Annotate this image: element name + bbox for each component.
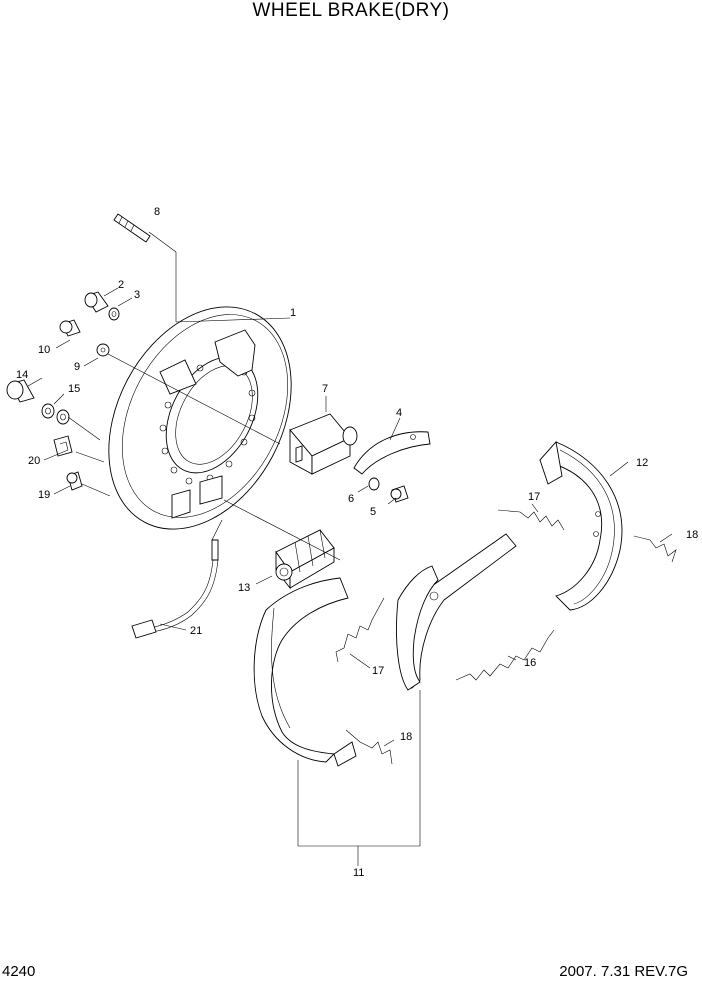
return-spring-17-upper: [497, 509, 565, 531]
callout-17-lower: 17: [372, 665, 384, 677]
bolt-2: [84, 291, 109, 313]
adjuster-assembly: [275, 529, 335, 590]
return-spring-17-lower: [335, 597, 385, 663]
brake-shoe-web: [396, 533, 517, 691]
nut-6: [368, 477, 380, 491]
stud-bolt: [113, 213, 151, 243]
callout-18-lower: 18: [400, 731, 412, 743]
clip-20: [53, 435, 73, 457]
callout-3: 3: [134, 289, 140, 301]
callout-14: 14: [16, 369, 28, 381]
callout-8: 8: [154, 206, 160, 218]
callout-12: 12: [636, 457, 648, 469]
brake-hose: [131, 539, 219, 639]
hold-down-spring-18-upper: [633, 535, 677, 563]
callout-9: 9: [74, 361, 80, 373]
backing-plate: [108, 306, 292, 530]
wheel-cylinder: [289, 413, 358, 475]
washers-15: [41, 403, 70, 425]
callout-18-upper: 18: [686, 529, 698, 541]
callout-10: 10: [38, 344, 50, 356]
callout-2: 2: [118, 279, 124, 291]
bolt-14: [6, 379, 35, 403]
adjuster-lever: [353, 431, 431, 475]
washer-9: [96, 343, 110, 357]
callout-labels: 1 2 3 4 5 6 7 8 9 10 11 12 13 14 15 16 1…: [16, 206, 698, 879]
brake-shoe-right: [539, 441, 623, 611]
leader-lines: [27, 231, 673, 866]
plug-19: [66, 471, 83, 491]
callout-11: 11: [353, 867, 364, 879]
page-number: 4240: [2, 963, 36, 980]
page-title: WHEEL BRAKE(DRY): [252, 0, 450, 21]
washer-3: [108, 307, 120, 321]
callout-13: 13: [238, 582, 250, 594]
callout-15: 15: [68, 383, 80, 395]
callout-1: 1: [290, 307, 296, 319]
callout-4: 4: [396, 407, 402, 419]
brake-shoe-left: [253, 577, 357, 767]
callout-7: 7: [322, 383, 328, 395]
revision-date: 2007. 7.31 REV.7G: [559, 963, 688, 980]
callout-5: 5: [370, 506, 376, 518]
spring-16: [455, 629, 555, 681]
bolt-10: [59, 319, 81, 337]
callout-6: 6: [348, 493, 354, 505]
callout-16: 16: [524, 657, 536, 669]
callout-17-upper: 17: [528, 491, 540, 503]
callout-20: 20: [28, 455, 40, 467]
callout-21: 21: [190, 625, 202, 637]
hold-down-spring-18-lower: [345, 729, 393, 765]
callout-19: 19: [38, 489, 50, 501]
